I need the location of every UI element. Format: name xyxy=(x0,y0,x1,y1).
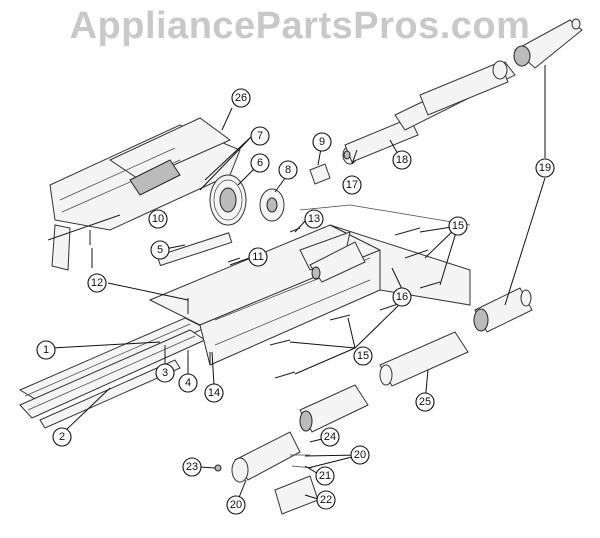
svg-text:12: 12 xyxy=(91,277,103,289)
svg-text:24: 24 xyxy=(324,431,336,443)
svg-text:4: 4 xyxy=(185,377,191,389)
callout-15a: 15 xyxy=(448,216,468,236)
callout-17: 17 xyxy=(342,175,362,195)
svg-text:2: 2 xyxy=(59,431,65,443)
callout-26: 26 xyxy=(231,88,251,108)
svg-text:22: 22 xyxy=(320,494,332,506)
callout-10: 10 xyxy=(148,209,168,229)
callout-9: 9 xyxy=(312,132,332,152)
svg-text:23: 23 xyxy=(186,461,198,473)
callout-4: 4 xyxy=(178,373,198,393)
pins xyxy=(89,230,241,365)
svg-text:14: 14 xyxy=(208,387,220,399)
callout-16: 16 xyxy=(392,287,412,307)
cone-part xyxy=(309,241,366,283)
nozzle-upper xyxy=(513,18,583,69)
screws xyxy=(269,227,441,379)
callout-20b: 20 xyxy=(226,495,246,515)
watermark-logo: AppliancePartsPros.com xyxy=(69,5,531,47)
rail-part xyxy=(18,317,207,429)
svg-text:26: 26 xyxy=(235,92,247,104)
svg-text:13: 13 xyxy=(308,213,320,225)
callout-13: 13 xyxy=(304,209,324,229)
svg-text:8: 8 xyxy=(285,164,291,176)
callout-15b: 15 xyxy=(353,346,373,366)
callout-25: 25 xyxy=(415,392,435,412)
svg-text:6: 6 xyxy=(257,157,263,169)
callout-19: 19 xyxy=(535,158,555,178)
callout-11: 11 xyxy=(248,247,268,267)
callout-3: 3 xyxy=(155,363,175,383)
callout-22: 22 xyxy=(316,490,336,510)
callout-5: 5 xyxy=(150,240,170,260)
svg-text:19: 19 xyxy=(539,162,551,174)
callout-12: 12 xyxy=(87,273,107,293)
svg-text:1: 1 xyxy=(43,344,49,356)
callout-20a: 20 xyxy=(350,445,370,465)
drive-shaft xyxy=(394,60,516,131)
callout-24: 24 xyxy=(320,427,340,447)
callout-1: 1 xyxy=(36,340,56,360)
svg-text:3: 3 xyxy=(162,367,168,379)
svg-text:10: 10 xyxy=(152,213,164,225)
callout-8: 8 xyxy=(278,160,298,180)
chassis-frame xyxy=(148,204,471,366)
svg-text:20: 20 xyxy=(230,499,242,511)
tube-part xyxy=(379,331,469,387)
pinion-gear xyxy=(259,188,285,222)
svg-text:7: 7 xyxy=(257,130,263,142)
coupling-part xyxy=(309,117,419,185)
cylinder-right xyxy=(473,287,533,333)
callout-18: 18 xyxy=(392,150,412,170)
svg-text:9: 9 xyxy=(319,136,325,148)
svg-text:5: 5 xyxy=(157,244,163,256)
lower-assembly xyxy=(214,384,369,515)
svg-text:25: 25 xyxy=(419,396,431,408)
svg-text:20: 20 xyxy=(354,449,366,461)
svg-text:11: 11 xyxy=(252,251,263,263)
callout-6: 6 xyxy=(250,153,270,173)
callout-2: 2 xyxy=(52,427,72,447)
bevel-gear xyxy=(209,174,247,226)
svg-text:15: 15 xyxy=(357,350,369,362)
svg-text:15: 15 xyxy=(452,220,464,232)
callout-14: 14 xyxy=(204,383,224,403)
callout-21: 21 xyxy=(315,466,335,486)
gear-housing xyxy=(47,117,241,271)
callout-23: 23 xyxy=(182,457,202,477)
svg-text:16: 16 xyxy=(396,291,408,303)
callout-7: 7 xyxy=(250,126,270,146)
svg-text:18: 18 xyxy=(396,154,408,166)
svg-text:17: 17 xyxy=(346,179,358,191)
svg-text:21: 21 xyxy=(319,470,331,482)
